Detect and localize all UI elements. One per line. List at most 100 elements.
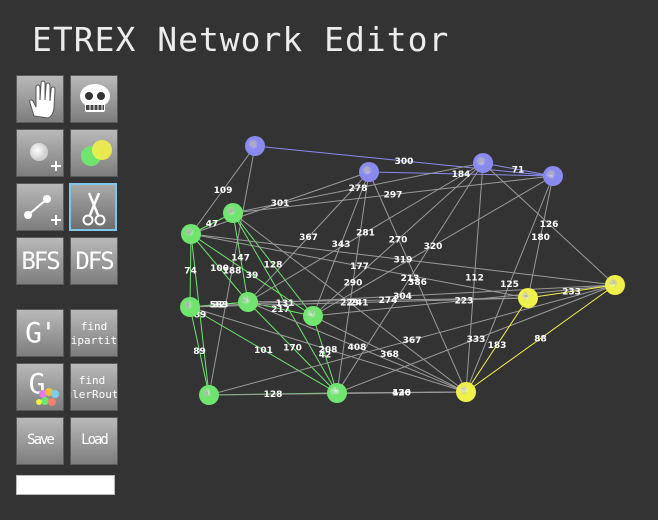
edge-weight-label: 408 xyxy=(348,343,367,353)
edge-weight-label: 333 xyxy=(467,335,486,345)
graph-edge[interactable] xyxy=(482,162,616,286)
graph-edge[interactable] xyxy=(368,171,554,177)
graph-edge[interactable] xyxy=(208,145,256,396)
edge-weight-label: 184 xyxy=(452,170,471,180)
edge-weight-label: 241 xyxy=(350,299,369,309)
edge-weight-label: 300 xyxy=(395,157,414,167)
graph-node-green[interactable] xyxy=(223,203,243,223)
coloring-button[interactable]: G xyxy=(16,363,64,411)
delete-tool-button[interactable] xyxy=(70,75,118,123)
graph-node-blue[interactable] xyxy=(359,162,379,182)
graph-name-input[interactable] xyxy=(16,475,115,495)
graph-node-blue[interactable] xyxy=(543,166,563,186)
edge-weight-label: 319 xyxy=(394,256,413,266)
edge-weight-label: 74 xyxy=(184,267,197,277)
graph-edge[interactable] xyxy=(190,145,256,235)
graph-edge[interactable] xyxy=(208,284,616,396)
scissors-icon xyxy=(82,192,106,226)
graph-edge[interactable] xyxy=(336,162,484,394)
graph-edge[interactable] xyxy=(312,315,467,393)
load-button[interactable]: Load xyxy=(70,417,118,465)
edge-weight-label: 367 xyxy=(299,233,318,243)
graph-edge[interactable] xyxy=(312,171,370,317)
graph-edge[interactable] xyxy=(189,306,467,393)
edge-weight-label: 217 xyxy=(271,305,290,315)
find-euler-route-button[interactable]: find EulerRoute xyxy=(70,363,118,411)
add-edge-tool-button[interactable] xyxy=(16,183,64,231)
graph-node-blue[interactable] xyxy=(473,153,493,173)
add-node-tool-button[interactable] xyxy=(16,129,64,177)
graph-edge[interactable] xyxy=(190,233,616,286)
find-bipartite-button[interactable]: find Bipartite xyxy=(70,309,118,357)
edge-weight-label: 71 xyxy=(512,166,525,176)
graph-edge[interactable] xyxy=(247,301,338,394)
edge-weight-label: 47 xyxy=(206,220,219,230)
graph-edge[interactable] xyxy=(336,284,616,394)
save-button[interactable]: Save xyxy=(16,417,64,465)
bfs-label: BFS xyxy=(21,247,60,275)
hand-tool-button[interactable] xyxy=(16,75,64,123)
graph-edge[interactable] xyxy=(465,297,529,393)
graph-edge[interactable] xyxy=(232,175,554,214)
graph-node-green[interactable] xyxy=(180,297,200,317)
graph-edge[interactable] xyxy=(247,301,467,393)
complement-graph-button[interactable]: G' xyxy=(16,309,64,357)
graph-node-yellow[interactable] xyxy=(605,275,625,295)
graph-edge[interactable] xyxy=(336,171,370,394)
complement-label: G' xyxy=(25,316,57,349)
graph-edge[interactable] xyxy=(247,162,484,303)
group-nodes-tool-button[interactable] xyxy=(70,129,118,177)
graph-edge[interactable] xyxy=(247,171,370,303)
graph-edge[interactable] xyxy=(190,233,249,303)
dfs-label: DFS xyxy=(75,247,114,275)
graph-edge[interactable] xyxy=(232,162,484,214)
edge-weight-label: 278 xyxy=(349,184,368,194)
edge-weight-label: 386 xyxy=(408,278,427,288)
graph-edge[interactable] xyxy=(190,233,210,396)
graph-edge[interactable] xyxy=(190,233,529,299)
graph-edge[interactable] xyxy=(527,284,616,299)
graph-edge[interactable] xyxy=(368,171,467,393)
bfs-button[interactable]: BFS xyxy=(16,237,64,285)
cut-edge-tool-button[interactable] xyxy=(69,183,117,231)
graph-edge[interactable] xyxy=(189,233,192,308)
graph-edge[interactable] xyxy=(465,175,554,393)
graph-node-green[interactable] xyxy=(199,385,219,405)
graph-edge[interactable] xyxy=(232,212,249,303)
dfs-button[interactable]: DFS xyxy=(70,237,118,285)
edge-weight-label: 125 xyxy=(500,280,519,290)
add-node-icon xyxy=(30,143,61,171)
graph-edge[interactable] xyxy=(312,284,616,317)
graph-edge[interactable] xyxy=(312,175,554,317)
graph-edge[interactable] xyxy=(336,391,467,394)
graph-edge[interactable] xyxy=(190,171,370,235)
edge-weight-label: 177 xyxy=(350,262,369,272)
graph-edge[interactable] xyxy=(482,162,554,177)
graph-edge[interactable] xyxy=(312,315,338,394)
graph-edge[interactable] xyxy=(189,284,616,308)
edge-weight-label: 188 xyxy=(223,267,242,277)
edge-weight-label: 126 xyxy=(540,220,559,230)
edge-weight-label: 180 xyxy=(531,233,550,243)
graph-edge[interactable] xyxy=(190,233,314,317)
graph-node-green[interactable] xyxy=(303,306,323,326)
graph-edge[interactable] xyxy=(312,162,484,317)
add-edge-icon xyxy=(24,195,61,225)
graph-node-green[interactable] xyxy=(238,292,258,312)
graph-edge[interactable] xyxy=(527,175,554,299)
graph-node-yellow[interactable] xyxy=(518,288,538,308)
graph-edge[interactable] xyxy=(254,145,554,177)
graph-edge[interactable] xyxy=(189,306,210,396)
graph-edge[interactable] xyxy=(232,212,314,317)
graph-node-blue[interactable] xyxy=(245,136,265,156)
graph-edge[interactable] xyxy=(232,212,338,394)
graph-node-green[interactable] xyxy=(181,224,201,244)
edge-weight-label: 281 xyxy=(356,229,375,239)
graph-edge[interactable] xyxy=(465,284,616,393)
graph-node-green[interactable] xyxy=(327,383,347,403)
graph-edge[interactable] xyxy=(247,301,314,317)
graph-edge[interactable] xyxy=(189,306,338,394)
graph-edge[interactable] xyxy=(465,162,484,393)
graph-node-yellow[interactable] xyxy=(456,382,476,402)
